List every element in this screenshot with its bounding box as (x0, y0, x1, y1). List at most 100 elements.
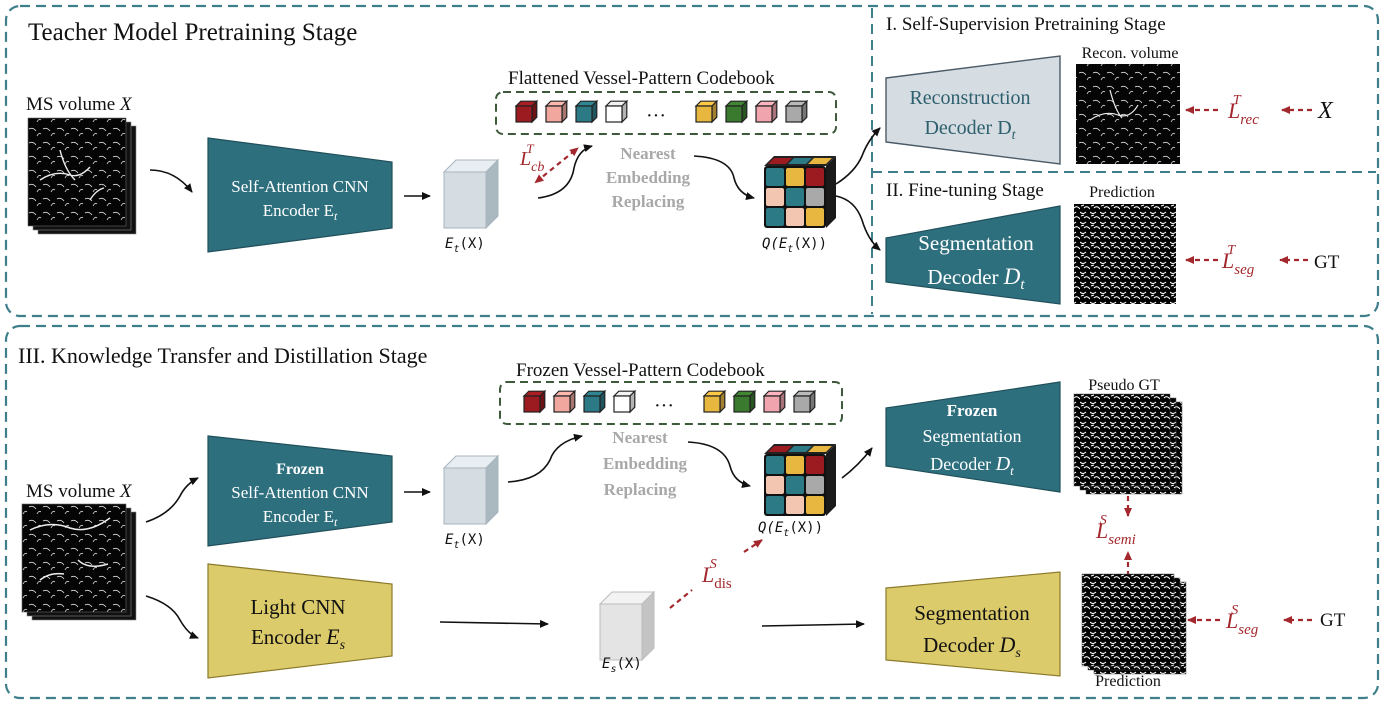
top-loss-seg-label: LsegT (1221, 243, 1255, 278)
bottom-loss-dis-arrow (669, 589, 693, 609)
top-nearest-embedding-text: Nearest Embedding Replacing (606, 144, 691, 211)
top-rubik-top-sticker (768, 158, 792, 164)
bottom-nearest-embedding-text: Nearest Embedding Replacing (603, 428, 688, 499)
bottom-pseudo-gt-volume (1073, 393, 1183, 495)
bottom-codebook-cube-5 (702, 389, 727, 414)
top-codebook-cube-8 (784, 99, 809, 124)
top-rubik-sticker (786, 208, 804, 226)
bottom-quantized-cube (764, 444, 836, 516)
bottom-input-label: MS volume X (26, 481, 133, 502)
bottom-codebook-cube-7 (762, 389, 787, 414)
top-loss-cb-label: LcbT (519, 141, 544, 175)
top-input-volume (27, 117, 137, 235)
bottom-rubik-sticker (806, 456, 824, 474)
finetune-title: II. Fine-tuning Stage (886, 180, 1044, 201)
bottom-rubik-sticker (786, 456, 804, 474)
bottom-codebook-cube-6 (732, 389, 757, 414)
top-codebook-entries (514, 99, 809, 124)
bottom-codebook-cube-8 (792, 389, 817, 414)
bottom-quantized-to-frozen-decoder-arrow (841, 447, 873, 479)
bottom-rubik-top-sticker (768, 446, 792, 452)
top-recon-output-label: Recon. volume (1082, 45, 1179, 62)
top-input-arrow (149, 169, 193, 193)
top-quantized-to-recon-arrow (835, 127, 881, 185)
top-codebook-cube-3 (574, 99, 599, 124)
top-rubik-sticker (806, 208, 824, 226)
bottom-codebook-title: Frozen Vessel-Pattern Codebook (516, 360, 765, 381)
bottom-rubik-sticker (786, 496, 804, 514)
svg-text:Light CNN: Light CNN (250, 595, 345, 619)
bottom-student-latent-label: Es(X) (602, 656, 642, 675)
svg-text:Replacing: Replacing (604, 480, 677, 499)
bottom-codebook-cube-2 (552, 389, 577, 414)
top-input-label: MS volume X (26, 94, 133, 115)
top-loss-rec-label: LrecT (1227, 93, 1259, 128)
svg-text:Encoder Et: Encoder Et (263, 507, 338, 529)
bottom-loss-dis-arrow-to-quantized (743, 539, 763, 553)
bottom-rubik-top-sticker (788, 446, 812, 452)
svg-text:Reconstruction: Reconstruction (909, 87, 1030, 109)
top-quantized-label: Q(Et(X)) (762, 236, 827, 255)
top-codebook-frame (495, 91, 837, 135)
bottom-gt-label: GT (1320, 610, 1346, 631)
top-teacher-encoder: Self-Attention CNN Encoder Et (207, 137, 393, 253)
bottom-prediction-label: Prediction (1095, 673, 1161, 690)
bottom-rubik-sticker (806, 476, 824, 494)
bottom-codebook-cube-1 (522, 389, 547, 414)
bottom-loss-seg-label: LsegS (1225, 603, 1259, 638)
svg-text:Self-Attention CNN: Self-Attention CNN (231, 483, 368, 502)
bottom-codebook-entries (522, 389, 817, 414)
bottom-quantized-label: Q(Et(X)) (758, 520, 823, 539)
top-rubik-sticker (786, 168, 804, 186)
top-codebook-cube-4 (604, 99, 629, 124)
bottom-student-latent-cube (598, 590, 656, 662)
top-rubik-sticker (786, 188, 804, 206)
bottom-rubik-sticker (786, 476, 804, 494)
bottom-nearest-to-quantized-arrow (687, 441, 751, 488)
bottom-pseudo-gt-label: Pseudo GT (1088, 377, 1160, 394)
svg-text:Segmentation: Segmentation (918, 231, 1034, 255)
top-recon-target: X (1317, 98, 1334, 124)
top-prediction-volume (1074, 204, 1176, 304)
bottom-frozen-seg-decoder: Frozen Segmentation Decoder Dt (885, 381, 1061, 493)
svg-text:Encoder Es: Encoder Es (251, 624, 346, 653)
teacher-stage-title: Teacher Model Pretraining Stage (28, 19, 357, 46)
top-latent-cube (442, 158, 500, 230)
bottom-codebook-cube-3 (582, 389, 607, 414)
top-rubik-sticker (766, 188, 784, 206)
bottom-latent-to-nearest-arrow (507, 433, 583, 483)
svg-text:Nearest: Nearest (620, 144, 676, 163)
bottom-loss-semi-label: LsemiS (1095, 513, 1136, 548)
top-rubik-side (826, 156, 836, 228)
svg-text:Nearest: Nearest (612, 428, 668, 447)
bottom-latent-cube (442, 454, 500, 526)
top-rubik-sticker (766, 208, 784, 226)
bottom-input-to-student-arrow (145, 595, 199, 639)
bottom-rubik-top-sticker (808, 446, 832, 452)
bottom-codebook-ellipsis: ··· (654, 395, 674, 417)
bottom-input-volume (21, 503, 137, 621)
top-loss-cb-arrow (534, 147, 579, 184)
bottom-student-encoder-to-latent-arrow (439, 619, 549, 628)
bottom-student-latent-to-decoder-arrow (761, 620, 865, 629)
bottom-loss-dis-label: LdisS (701, 557, 732, 592)
top-encoder-line1: Self-Attention CNN (231, 177, 368, 196)
top-codebook-cube-1 (514, 99, 539, 124)
svg-text:Embedding: Embedding (606, 168, 691, 187)
self-supervision-title: I. Self-Supervision Pretraining Stage (886, 14, 1166, 35)
svg-text:Embedding: Embedding (603, 454, 688, 473)
svg-text:Decoder Dt: Decoder Dt (927, 264, 1025, 293)
distill-stage-frame (4, 324, 1380, 700)
bottom-codebook-frame (499, 381, 843, 425)
svg-text:Frozen: Frozen (947, 401, 998, 420)
top-recon-volume (1076, 64, 1180, 164)
top-nearest-to-quantized-arrow (693, 155, 755, 200)
top-latent-to-nearest-arrow (537, 144, 593, 199)
teacher-stage-frame (4, 4, 1380, 318)
top-rubik-sticker (806, 168, 824, 186)
top-quantized-cube (764, 156, 836, 228)
svg-text:Decoder Dt: Decoder Dt (930, 453, 1014, 478)
top-prediction-label: Prediction (1089, 184, 1155, 201)
bottom-prediction-volume (1081, 573, 1187, 675)
svg-text:Segmentation: Segmentation (923, 426, 1022, 446)
